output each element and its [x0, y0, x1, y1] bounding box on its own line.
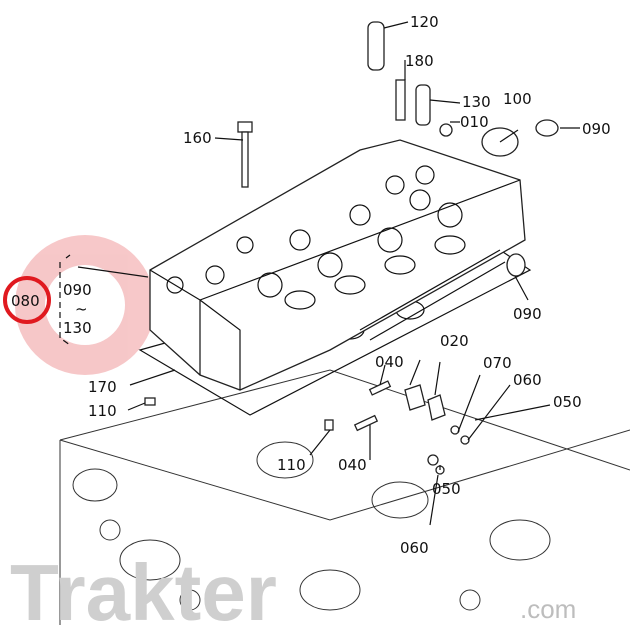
engine-block	[59, 369, 630, 625]
callout-080[interactable]: 080	[11, 292, 40, 310]
part-090-seal	[506, 253, 526, 277]
range-separator: ~	[75, 300, 88, 318]
watermark-text: Trakter	[10, 548, 277, 625]
part-120	[367, 21, 385, 71]
watermark-domain: .com	[520, 594, 576, 624]
part-130	[415, 84, 431, 126]
callout-130[interactable]: 130	[462, 93, 491, 111]
callout-060[interactable]: 060	[513, 371, 542, 389]
callout-120[interactable]: 120	[410, 13, 439, 31]
callout-100[interactable]: 100	[503, 90, 532, 108]
part-160	[241, 131, 249, 188]
parts	[144, 21, 559, 475]
callout-040-lower[interactable]: 040	[338, 456, 367, 474]
callout-040[interactable]: 040	[375, 353, 404, 371]
part-090	[535, 119, 559, 137]
callout-060-lower[interactable]: 060	[400, 539, 429, 557]
highlight-circle	[3, 276, 51, 324]
leader-lines	[59, 21, 580, 526]
callout-090[interactable]: 090	[582, 120, 611, 138]
callout-050[interactable]: 050	[553, 393, 582, 411]
watermark-logo	[15, 235, 155, 375]
callout-090-range-start[interactable]: 090	[63, 281, 92, 299]
callout-180[interactable]: 180	[405, 52, 434, 70]
callout-070[interactable]: 070	[483, 354, 512, 372]
callout-130-range-end[interactable]: 130	[63, 319, 92, 337]
callout-110[interactable]: 110	[88, 402, 117, 420]
watermark-wordmark: Trakter .com	[10, 548, 576, 625]
callouts: 120 180 130 100 090 010 160 080 090 ~ 13…	[3, 13, 611, 557]
callout-020[interactable]: 020	[440, 332, 469, 350]
callout-170[interactable]: 170	[88, 378, 117, 396]
cylinder-head	[149, 139, 526, 391]
callout-160[interactable]: 160	[183, 129, 212, 147]
callout-110-lower[interactable]: 110	[277, 456, 306, 474]
part-020	[404, 384, 446, 421]
part-010	[439, 123, 453, 137]
callout-010[interactable]: 010	[460, 113, 489, 131]
part-180	[395, 79, 406, 121]
callout-090-seal[interactable]: 090	[513, 305, 542, 323]
callout-050-lower[interactable]: 050	[432, 480, 461, 498]
